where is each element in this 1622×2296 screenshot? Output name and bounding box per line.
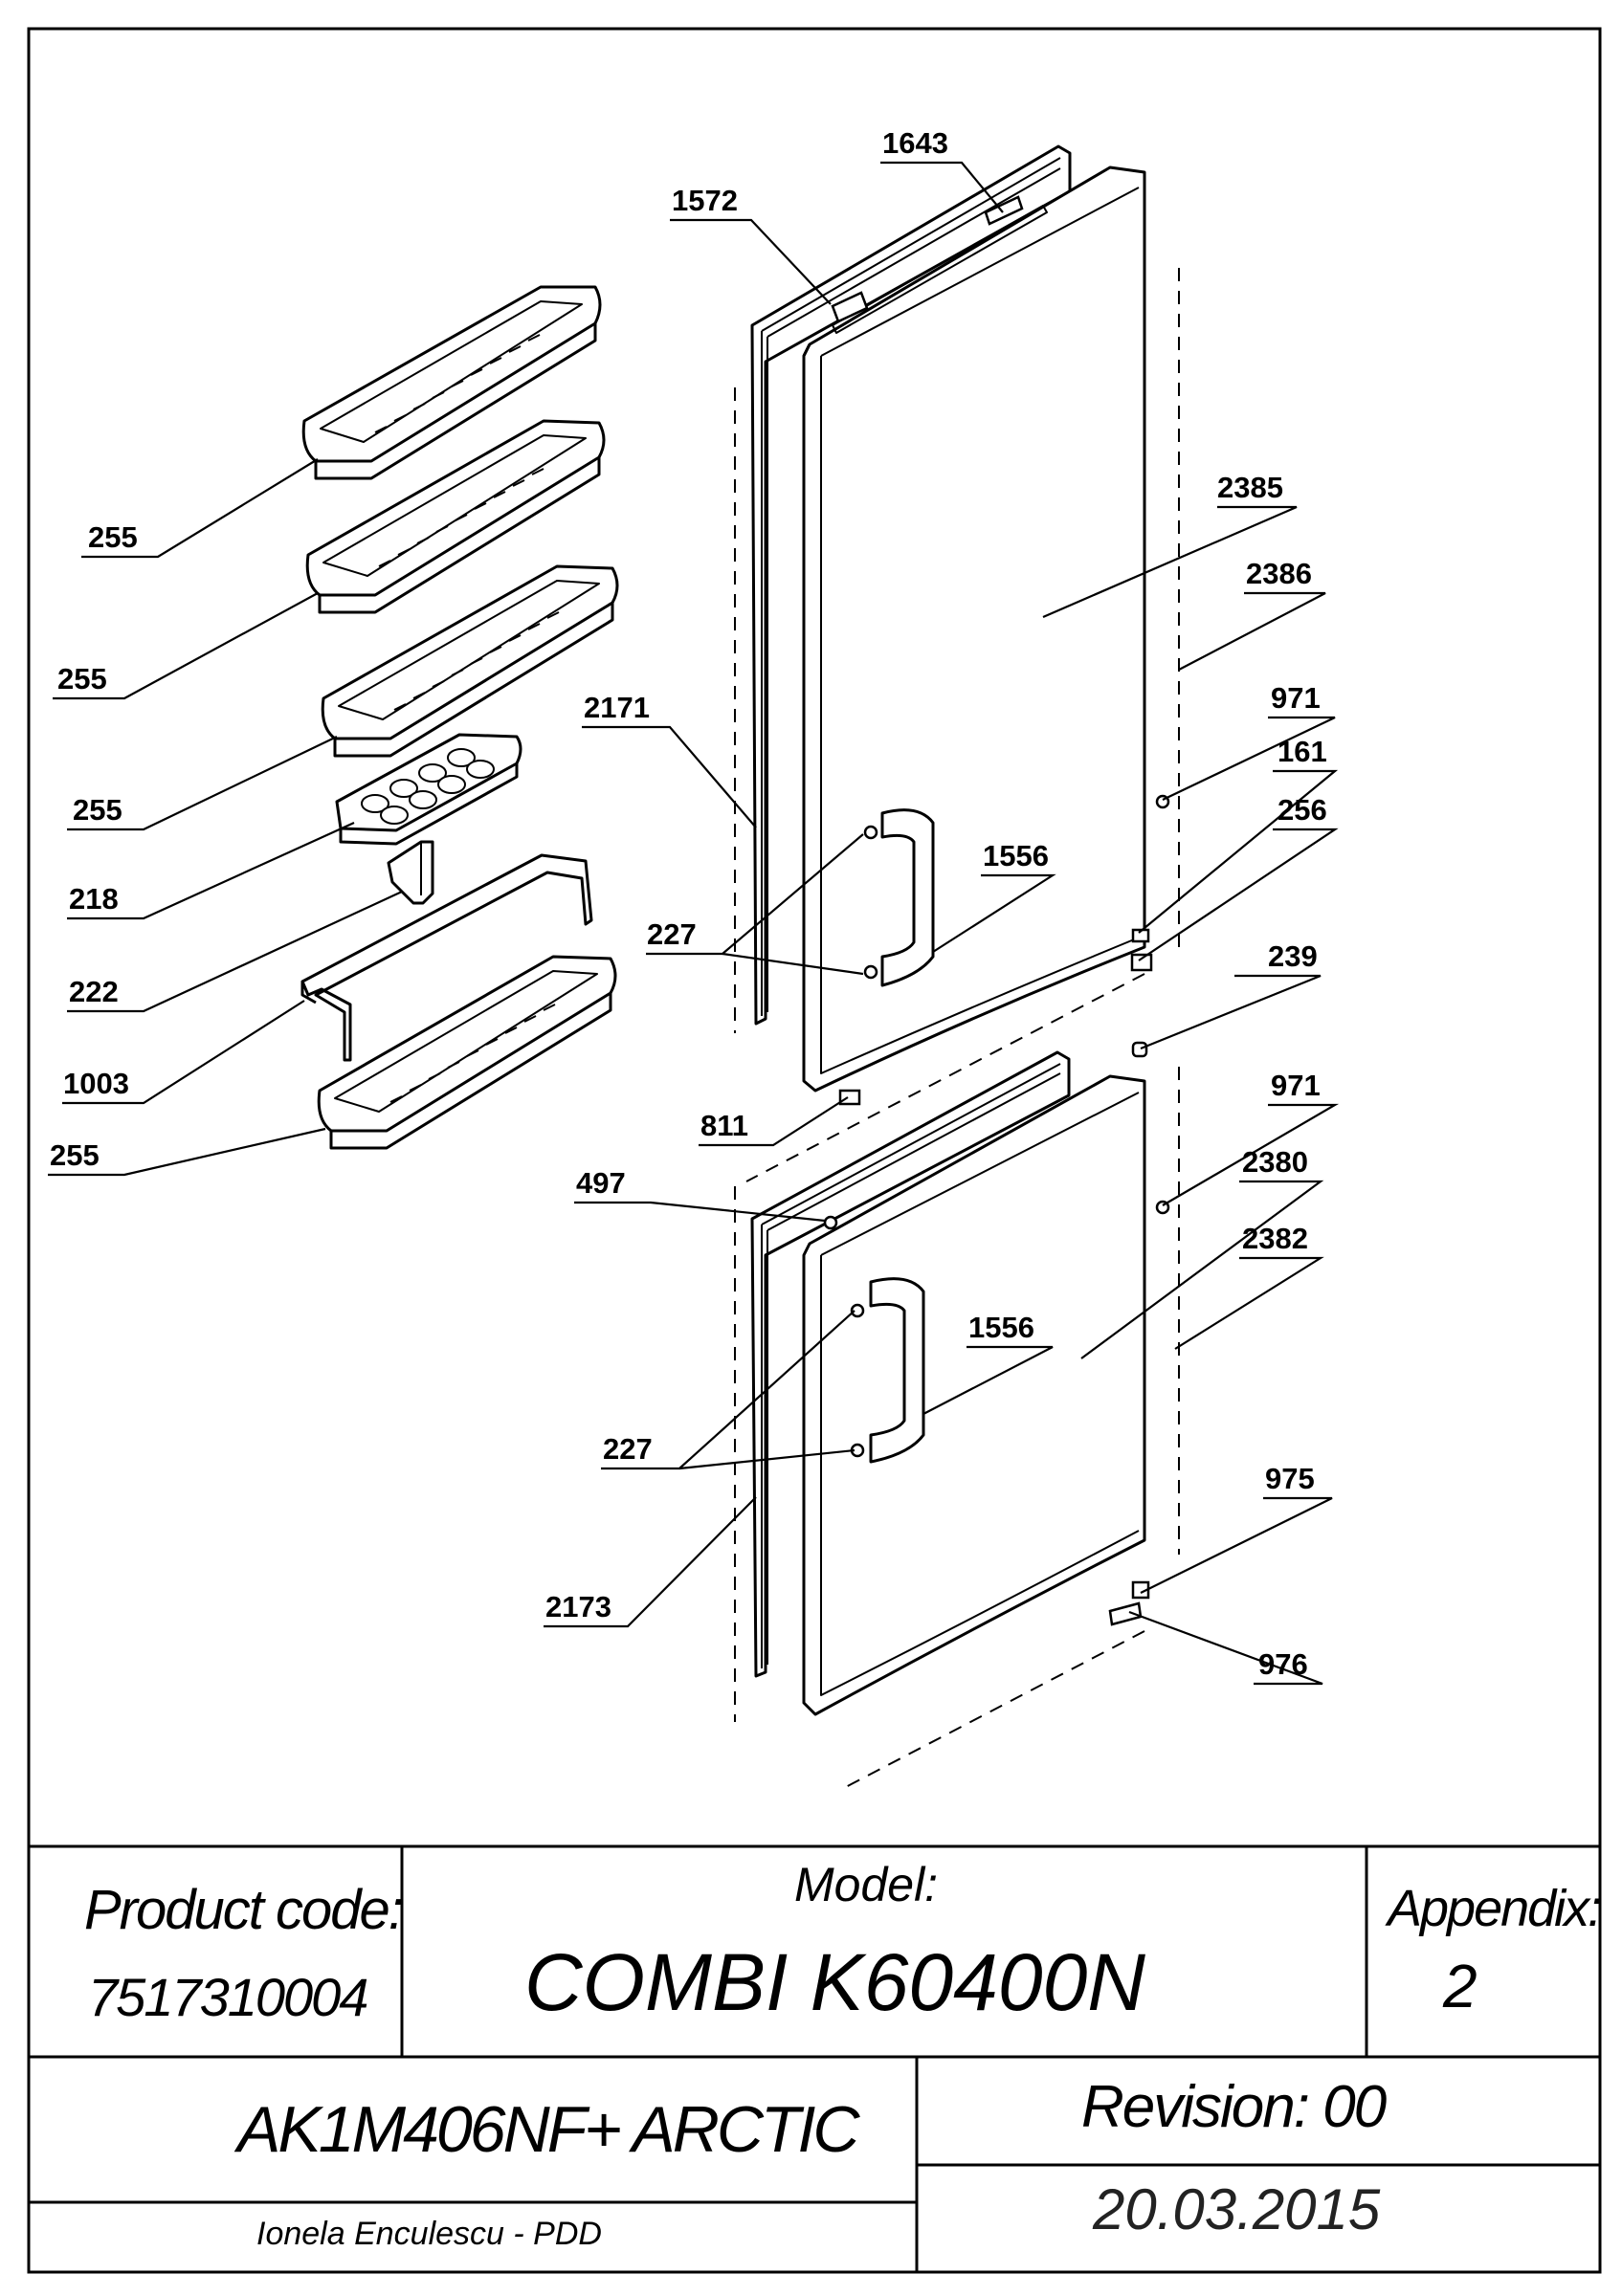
bottle-divider: [387, 840, 434, 905]
lower-door-fixings: [823, 1200, 1170, 1626]
part-label-239: 239: [1268, 939, 1318, 973]
lower-door-handle: [869, 1277, 925, 1464]
balcony-shelf-3: [321, 564, 619, 758]
upper-door-clips: [831, 195, 1024, 323]
lower-door-gasket: [750, 1050, 1071, 1678]
part-label-1003: 1003: [63, 1067, 129, 1100]
balcony-shelf-4: [317, 955, 617, 1150]
part-label-975: 975: [1265, 1462, 1315, 1495]
drawing-frame: [27, 27, 1602, 2274]
model-label: Model:: [794, 1858, 939, 1911]
part-label-2380: 2380: [1242, 1145, 1308, 1179]
part-label-971-lower: 971: [1271, 1069, 1321, 1102]
part-label-255-b: 255: [57, 662, 107, 695]
part-label-971-upper: 971: [1271, 681, 1321, 715]
part-label-976: 976: [1258, 1647, 1308, 1681]
part-label-218: 218: [69, 882, 119, 916]
appendix-label: Appendix:: [1388, 1880, 1602, 1937]
author: Ionela Enculescu - PDD: [256, 2216, 602, 2252]
appendix-value: 2: [1443, 1952, 1478, 2020]
part-label-2171: 2171: [584, 691, 650, 724]
upper-door-panel: [802, 166, 1146, 1093]
part-label-222: 222: [69, 975, 119, 1008]
part-label-256: 256: [1278, 793, 1327, 827]
part-label-1572: 1572: [672, 184, 738, 217]
upper-door-fixings: [838, 794, 1170, 1106]
part-label-2382: 2382: [1242, 1222, 1308, 1255]
part-label-255-d: 255: [50, 1138, 100, 1172]
bottle-retainer-bar: [300, 853, 593, 1062]
part-label-2386: 2386: [1246, 557, 1312, 590]
part-label-1556-lower: 1556: [968, 1311, 1034, 1344]
part-label-1556-upper: 1556: [983, 839, 1049, 872]
part-label-811: 811: [700, 1109, 748, 1142]
product-code-label: Product code:: [84, 1879, 404, 1941]
part-label-1643: 1643: [882, 126, 948, 160]
part-label-161: 161: [1278, 735, 1327, 768]
egg-tray: [335, 733, 522, 846]
leader-lines: [48, 161, 1340, 1686]
part-label-227-upper: 227: [647, 917, 697, 951]
balcony-shelf-1: [301, 285, 602, 480]
date: 20.03.2015: [1093, 2177, 1381, 2241]
title-block-grid: [29, 1844, 1600, 2272]
part-label-227-lower: 227: [603, 1432, 653, 1466]
part-label-255-c: 255: [73, 793, 122, 827]
part-label-2385: 2385: [1217, 471, 1283, 504]
lower-door-panel: [802, 1074, 1146, 1716]
part-label-497: 497: [576, 1166, 626, 1200]
upper-door-handle: [880, 808, 935, 987]
lower-door-axis-lines: [734, 1067, 1180, 1790]
upper-door-axis-lines: [734, 268, 1180, 1182]
model-value: COMBI K60400N: [524, 1937, 1145, 2027]
product-code-value: 7517310004: [88, 1967, 368, 2027]
part-label-255-a: 255: [88, 520, 138, 554]
balcony-shelf-2: [305, 419, 606, 614]
part-label-2173: 2173: [545, 1590, 611, 1623]
product-name: AK1M406NF+ ARCTIC: [237, 2093, 859, 2166]
revision: Revision: 00: [1081, 2074, 1387, 2140]
